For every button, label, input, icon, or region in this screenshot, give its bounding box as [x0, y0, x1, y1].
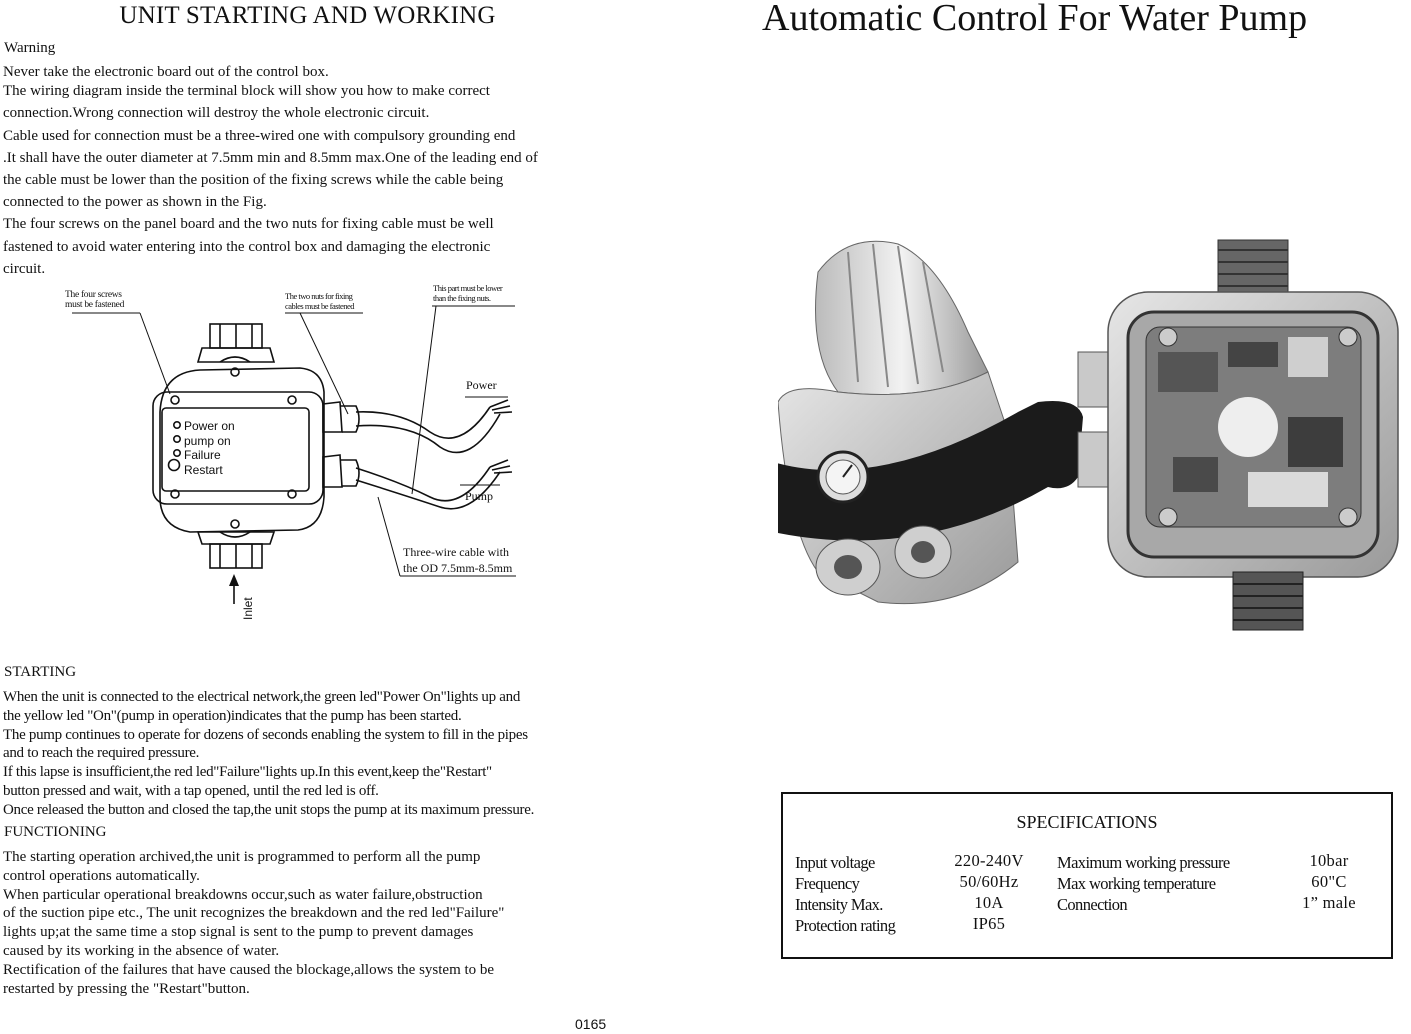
spec-label: Input voltage: [795, 853, 875, 872]
spec-label: Intensity Max.: [795, 895, 883, 914]
text-line: Cable used for connection must be a thre…: [3, 127, 516, 144]
label-two-nuts: The two nuts for fixing cables must be f…: [285, 291, 354, 311]
text-line: fastened to avoid water entering into th…: [3, 238, 491, 255]
spec-value: 60"C: [1311, 872, 1347, 891]
spec-label: Frequency: [795, 874, 860, 893]
text-line: Never take the electronic board out of t…: [3, 64, 329, 80]
led-labels: Power on pump on Failure Restart: [184, 419, 235, 477]
text-line: button pressed and wait, with a tap open…: [3, 782, 379, 799]
spec-value: 10A: [974, 893, 1004, 912]
text-line: the yellow led "On"(pump in operation)in…: [3, 707, 462, 724]
text-line: lights up;at the same time a stop signal…: [3, 924, 474, 941]
spec-left-values: 220-240V 50/60Hz 10A IP65: [941, 850, 1037, 934]
spec-label: Max working temperature: [1057, 874, 1216, 893]
text-line: When the unit is connected to the electr…: [3, 689, 521, 705]
text-line: Rectification of the failures that have …: [3, 961, 495, 978]
spec-left-labels: Input voltage Frequency Intensity Max. P…: [795, 852, 896, 936]
spec-value: 1” male: [1302, 893, 1356, 912]
page-heading: UNIT STARTING AND WORKING: [119, 2, 496, 29]
text-line: If this lapse is insufficient,the red le…: [3, 764, 492, 781]
text-line: and to reach the required pressure.: [3, 745, 200, 762]
label-inlet: Inlet: [241, 597, 255, 620]
warning-text: Never take the electronic board out of t…: [3, 61, 633, 280]
text-line: of the suction pipe etc., The unit recog…: [3, 905, 505, 922]
label-cable: Three-wire cable with the OD 7.5mm-8.5mm: [403, 545, 513, 575]
specifications-title: SPECIFICATIONS: [1016, 812, 1158, 832]
text-line: .It shall have the outer diameter at 7.5…: [3, 149, 538, 166]
spec-label: Protection rating: [795, 916, 896, 935]
text-line: connection.Wrong connection will destroy…: [3, 105, 430, 122]
text-line: connected to the power as shown in the F…: [3, 194, 267, 211]
starting-text: When the unit is connected to the electr…: [3, 688, 633, 820]
text-line: circuit.: [3, 260, 46, 277]
spec-label: Connection: [1057, 895, 1128, 914]
functioning-text: The starting operation archived,the unit…: [3, 848, 633, 998]
label-pump: Pump: [465, 489, 494, 503]
spec-value: IP65: [972, 914, 1006, 933]
led-pump-on: pump on: [184, 433, 231, 448]
spec-value: 50/60Hz: [959, 872, 1019, 891]
restart-label: Restart: [184, 462, 223, 477]
controller-drawing: [72, 305, 516, 604]
functioning-label: FUNCTIONING: [4, 824, 107, 840]
text-line: The wiring diagram inside the terminal b…: [3, 83, 490, 100]
label-power: Power: [466, 378, 497, 392]
led-power-on: Power on: [184, 419, 235, 433]
page-number: 0165: [575, 1016, 607, 1032]
spec-right-labels: Maximum working pressure Max working tem…: [1057, 852, 1230, 915]
text-line: The starting operation archived,the unit…: [3, 849, 481, 865]
label-four-screws: The four screws must be fastened: [65, 290, 125, 310]
text-line: The pump continues to operate for dozens…: [3, 726, 528, 743]
specifications-box: SPECIFICATIONS Input voltage Frequency I…: [781, 792, 1393, 959]
text-line: restarted by pressing the "Restart"butto…: [3, 980, 250, 997]
text-line: When particular operational breakdowns o…: [3, 886, 483, 903]
wiring-diagram: The four screws must be fastened The two…: [60, 282, 540, 627]
warning-label: Warning: [4, 40, 56, 56]
left-page: UNIT STARTING AND WORKING Warning Never …: [0, 0, 640, 1034]
product-title: Automatic Control For Water Pump: [762, 0, 1308, 39]
led-failure: Failure: [184, 448, 221, 462]
text-line: control operations automatically.: [3, 867, 200, 884]
text-line: Once released the button and closed the …: [3, 801, 535, 818]
product-photo: [778, 239, 1399, 631]
label-lower-part: This part must be lower than the fixing …: [433, 283, 503, 303]
spec-value: 10bar: [1309, 851, 1349, 870]
spec-right-values: 10bar 60"C 1” male: [1283, 850, 1375, 913]
text-line: The four screws on the panel board and t…: [3, 216, 494, 233]
spec-label: Maximum working pressure: [1057, 853, 1230, 872]
right-page: Automatic Control For Water Pump: [740, 0, 1411, 1034]
starting-label: STARTING: [4, 664, 77, 680]
text-line: the cable must be lower than the positio…: [3, 172, 504, 189]
text-line: caused by its working in the absence of …: [3, 942, 280, 959]
spec-value: 220-240V: [954, 851, 1024, 870]
